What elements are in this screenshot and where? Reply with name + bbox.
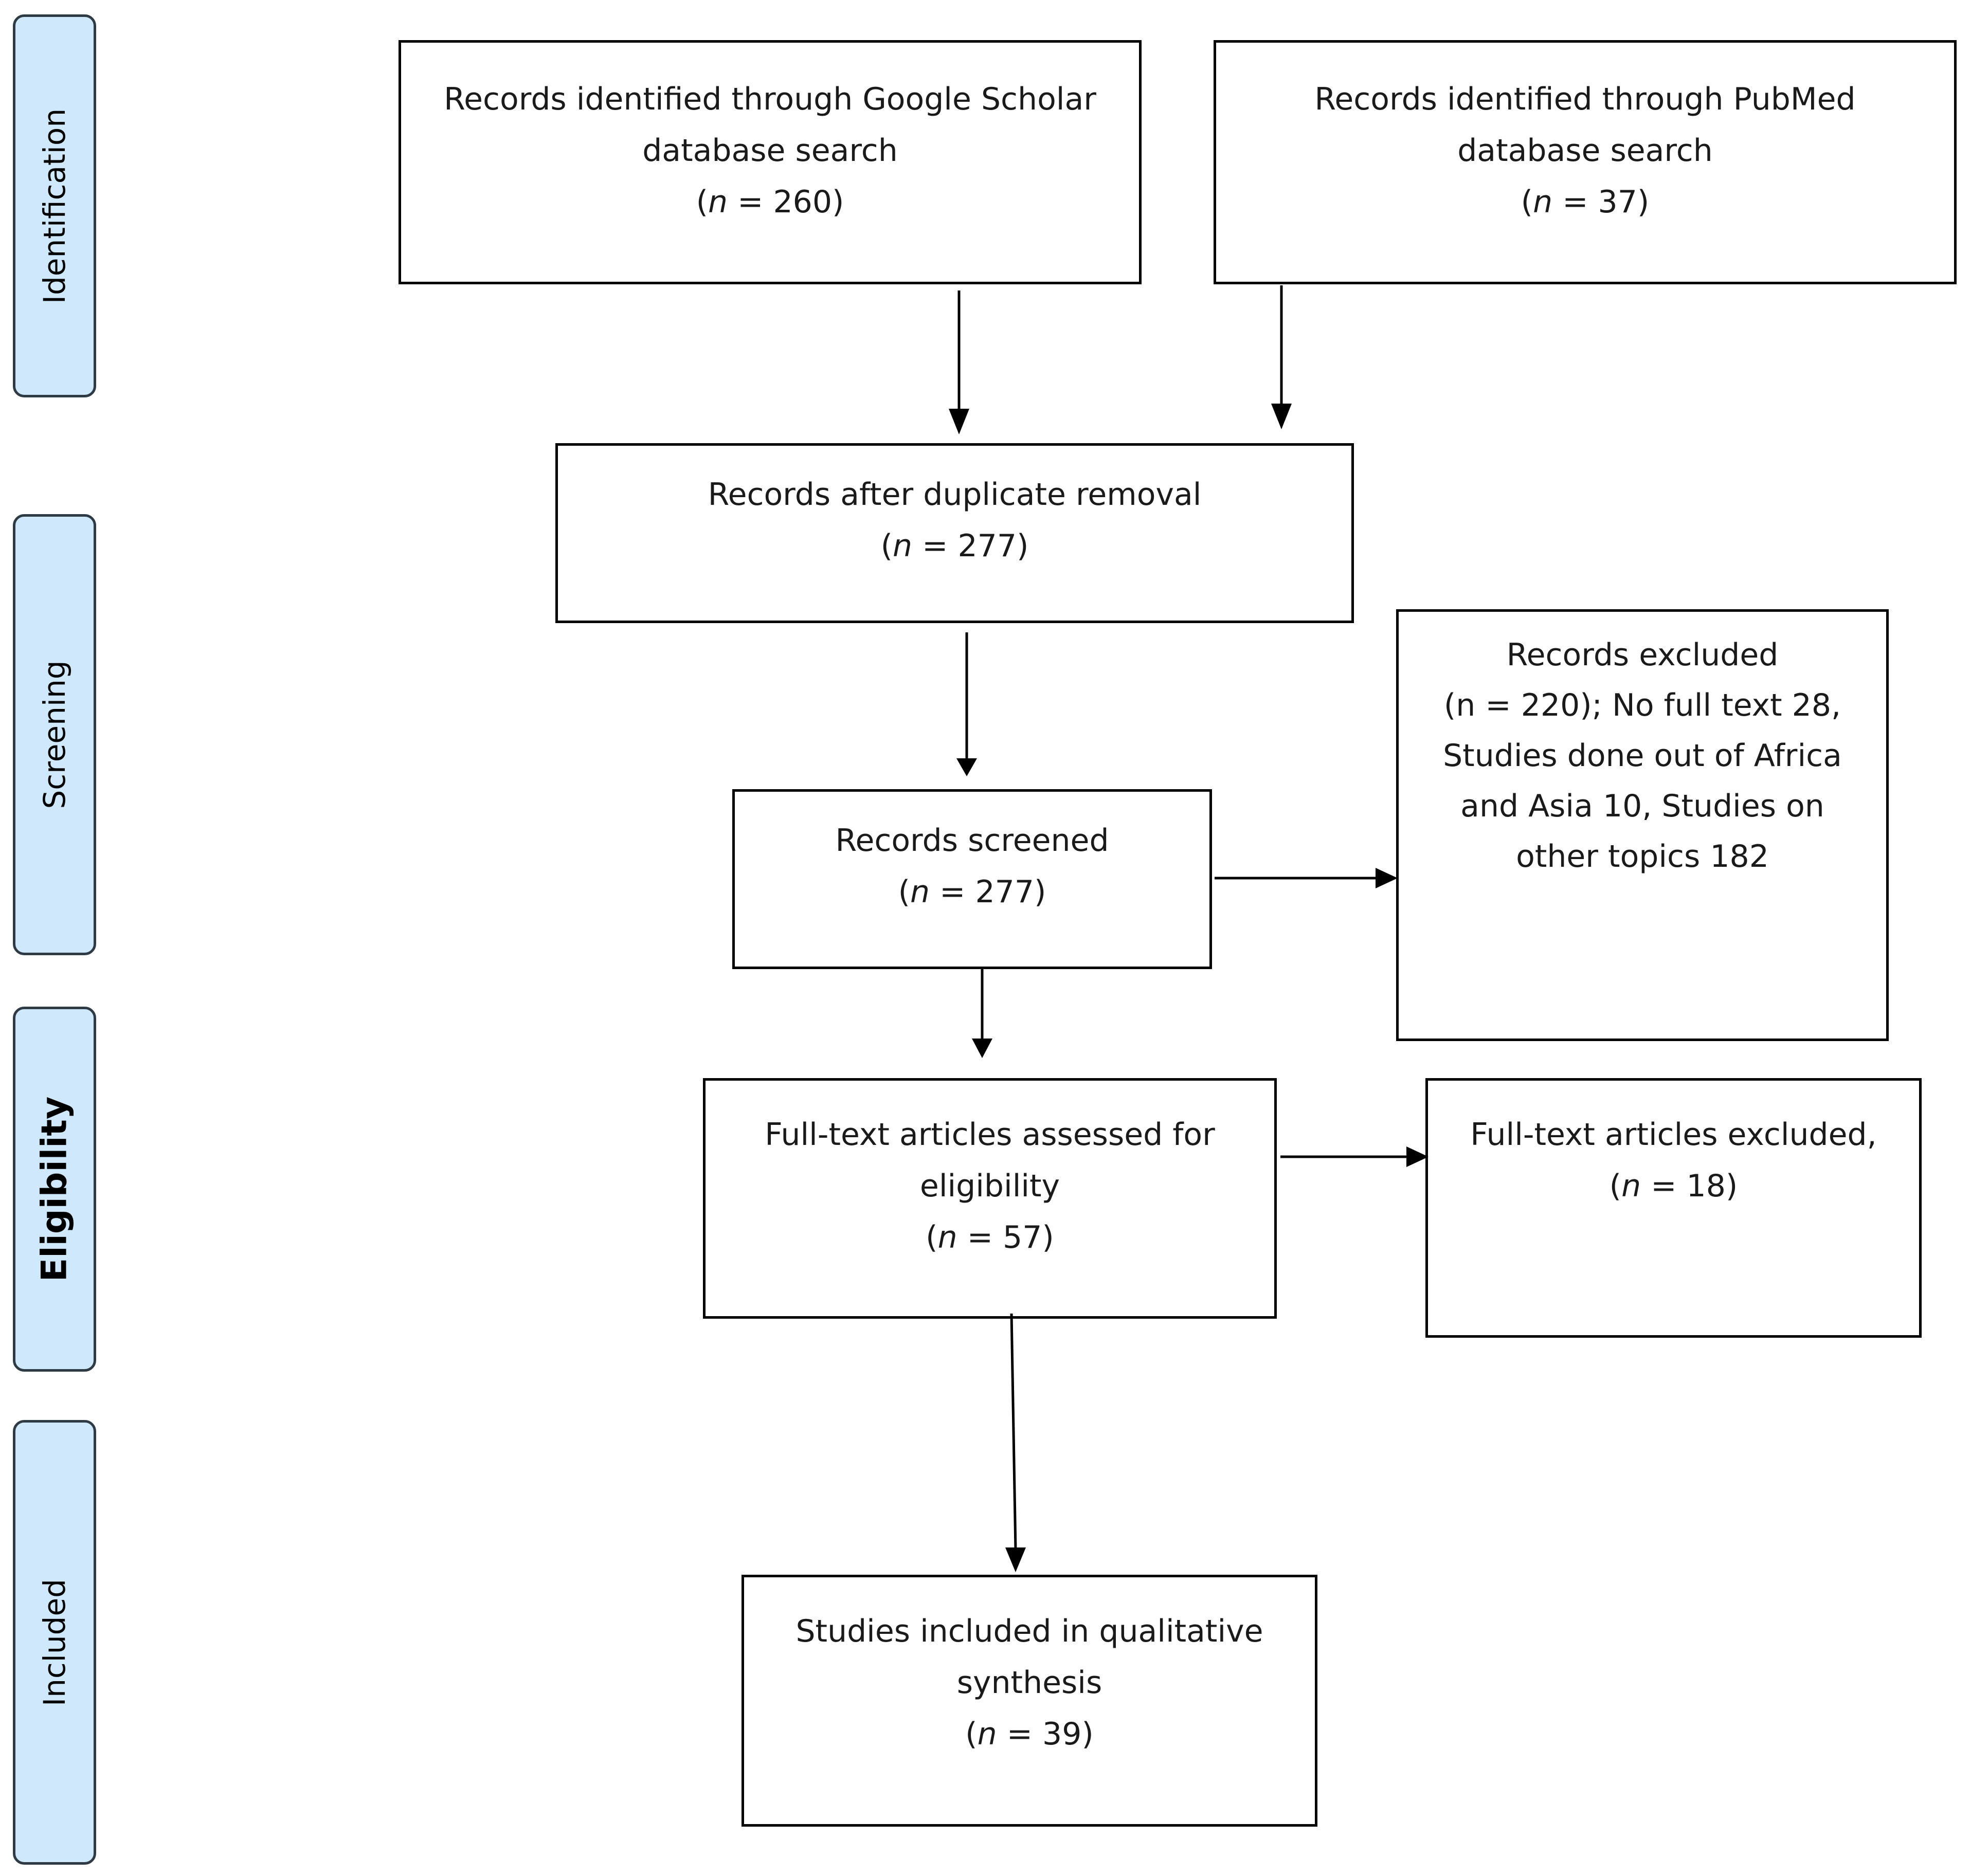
box-duplicates-removed-count: (n = 277) [880, 528, 1029, 564]
arrowhead-fulltext-to-included [1005, 1547, 1026, 1572]
box-records-excluded-line4: and Asia 10, Studies on [1460, 788, 1824, 824]
box-pubmed: Records identified through PubMed databa… [1214, 40, 1957, 284]
box-pubmed-line2: database search [1457, 133, 1713, 169]
box-records-excluded-line3: Studies done out of Africa [1443, 738, 1842, 774]
box-included-studies-line1: Studies included in qualitative [795, 1613, 1263, 1649]
box-records-screened-line1: Records screened [835, 823, 1109, 859]
box-pubmed-count: (n = 37) [1521, 184, 1650, 220]
box-records-excluded: Records excluded (n = 220); No full text… [1396, 609, 1889, 1041]
box-duplicates-removed-line1: Records after duplicate removal [708, 477, 1202, 513]
box-google-scholar-line2: database search [642, 133, 898, 169]
arrow-fulltext-to-included [1010, 1313, 1017, 1551]
box-fulltext-excluded-count: (n = 18) [1609, 1168, 1738, 1204]
arrowhead-scholar-to-dedup [949, 409, 969, 434]
box-google-scholar-count: (n = 260) [696, 184, 844, 220]
arrowhead-pubmed-to-dedup [1271, 404, 1292, 429]
arrowhead-fulltext-to-excluded [1406, 1146, 1428, 1167]
box-included-studies: Studies included in qualitative synthesi… [742, 1575, 1317, 1827]
box-fulltext-assessed-count: (n = 57) [926, 1219, 1054, 1255]
box-records-screened-count: (n = 277) [898, 874, 1046, 910]
stage-eligibility: Eligibility [13, 1007, 96, 1372]
stage-included: Included [13, 1420, 96, 1865]
arrowhead-dedup-to-screened [956, 758, 977, 776]
box-fulltext-assessed-line1: Full-text articles assessed for [765, 1117, 1215, 1153]
box-pubmed-line1: Records identified through PubMed [1314, 81, 1856, 117]
box-fulltext-excluded-line1: Full-text articles excluded, [1470, 1117, 1877, 1153]
arrowhead-screened-to-excluded [1376, 868, 1398, 888]
box-records-excluded-line2: (n = 220); No full text 28, [1443, 687, 1841, 723]
stage-identification: Identification [13, 14, 96, 397]
box-records-excluded-line1: Records excluded [1506, 637, 1779, 673]
box-records-excluded-line5: other topics 182 [1516, 839, 1769, 875]
box-records-screened: Records screened (n = 277) [732, 789, 1212, 969]
box-duplicates-removed: Records after duplicate removal (n = 277… [555, 443, 1354, 623]
box-included-studies-count: (n = 39) [965, 1716, 1094, 1752]
arrowhead-screened-to-fulltext [972, 1039, 992, 1058]
box-google-scholar: Records identified through Google Schola… [399, 40, 1142, 284]
box-included-studies-line2: synthesis [956, 1665, 1102, 1701]
box-fulltext-assessed: Full-text articles assessed for eligibil… [703, 1078, 1277, 1319]
box-fulltext-assessed-line2: eligibility [919, 1168, 1060, 1204]
box-fulltext-excluded: Full-text articles excluded, (n = 18) [1425, 1078, 1922, 1338]
stage-screening: Screening [13, 514, 96, 955]
box-google-scholar-line1: Records identified through Google Schola… [444, 81, 1096, 117]
